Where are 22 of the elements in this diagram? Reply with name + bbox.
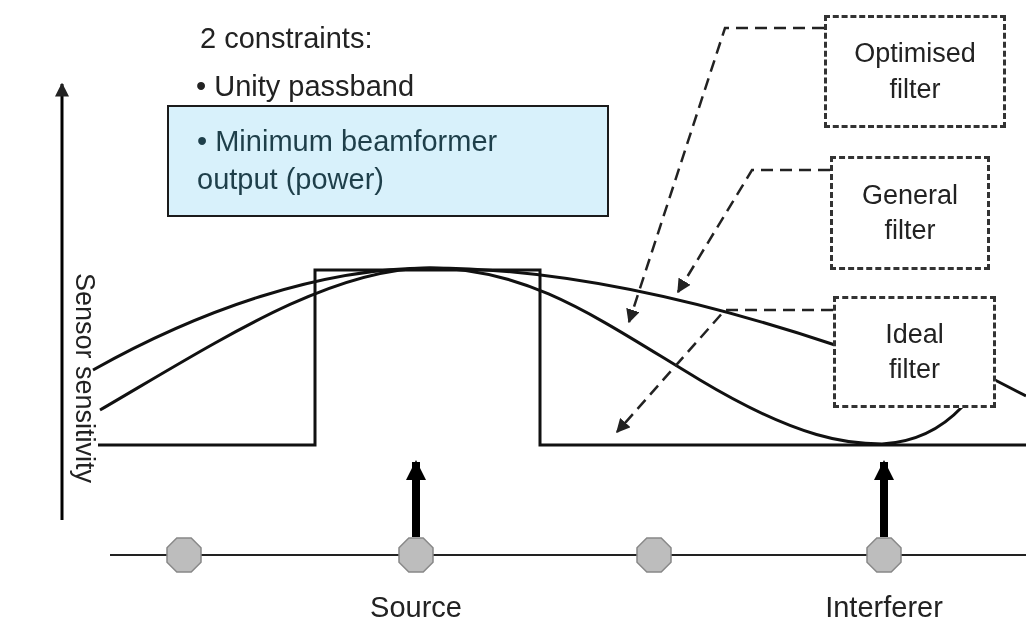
filter-label-box [833,296,996,408]
signal-arrow [874,460,894,537]
heading-text: 2 constraints: [200,22,373,56]
filter-label-box [824,15,1006,128]
axis-label: Sensor sensitivity [68,272,100,484]
sensor-octagon [398,537,434,573]
constraint-text: • Unity passband [196,70,415,104]
signal-arrow [406,460,426,537]
filter-label: Ideal filter [885,317,944,386]
sensor-label: Source [370,591,462,625]
leader-arrow [676,168,830,294]
sensor-octagon [636,537,672,573]
filter-label: Optimised filter [854,37,976,106]
constraint-text: • Minimum beamformer output (power) [197,124,499,197]
sensor-octagon [166,537,202,573]
sensor-octagon [866,537,902,573]
leader-arrow [626,26,824,324]
filter-label-box [830,156,990,270]
constraint-box [167,105,609,217]
leader-arrow [616,308,833,434]
sensor-label: Interferer [825,591,943,625]
filter-label: General filter [861,178,959,247]
